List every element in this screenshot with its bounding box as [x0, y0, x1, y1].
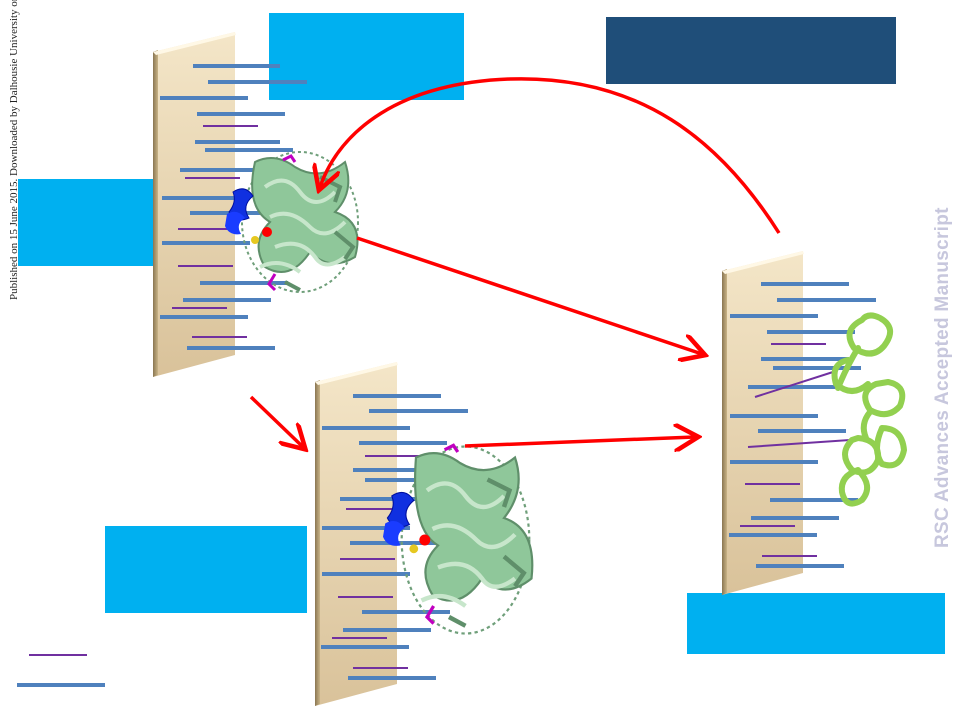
polymer-chain-icon: [831, 312, 907, 507]
protein-ribbon-icon: [225, 151, 359, 293]
protein-ribbon-icon: [383, 443, 534, 635]
arrow-adsorption: [356, 236, 702, 354]
strands-slab-3: [729, 282, 876, 568]
title-box-top-right: [606, 17, 896, 84]
surface-slab-2: [315, 362, 398, 706]
label-box-bottom-left: [105, 526, 307, 613]
surface-slab-icon: [315, 362, 397, 706]
arrows: [249, 77, 781, 447]
surface-slab-icon: [153, 32, 235, 377]
arrow-slab2-to-slab3: [464, 437, 695, 446]
short-strands-slab-3: [740, 343, 851, 557]
arrow-slab1-to-slab2: [249, 395, 303, 447]
surface-slab-1: [153, 32, 236, 377]
legend-strands: [17, 654, 105, 687]
label-box-left: [18, 179, 160, 266]
surface-slab-3: [722, 251, 804, 595]
label-box-top: [269, 13, 464, 100]
label-box-bottom-right: [687, 593, 945, 654]
surface-slab-icon: [722, 251, 803, 595]
arrow-regeneration: [320, 77, 781, 234]
short-strands-slab-1: [172, 125, 258, 338]
